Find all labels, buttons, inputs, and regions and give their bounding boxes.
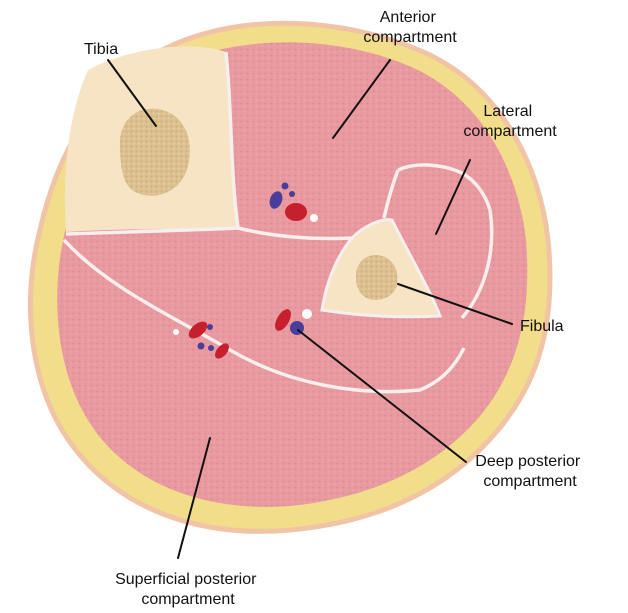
tibia-label: Tibia	[84, 41, 118, 58]
fibula-label: Fibula	[520, 318, 564, 335]
fibula-marrow	[356, 255, 397, 300]
deep-posterior-label: Deep posterior compartment	[475, 453, 584, 490]
tibia-marrow	[120, 109, 190, 196]
superficial-posterior-label: Superficial posterior compartment	[115, 571, 261, 608]
anterior-label: Anterior compartment	[363, 9, 457, 46]
